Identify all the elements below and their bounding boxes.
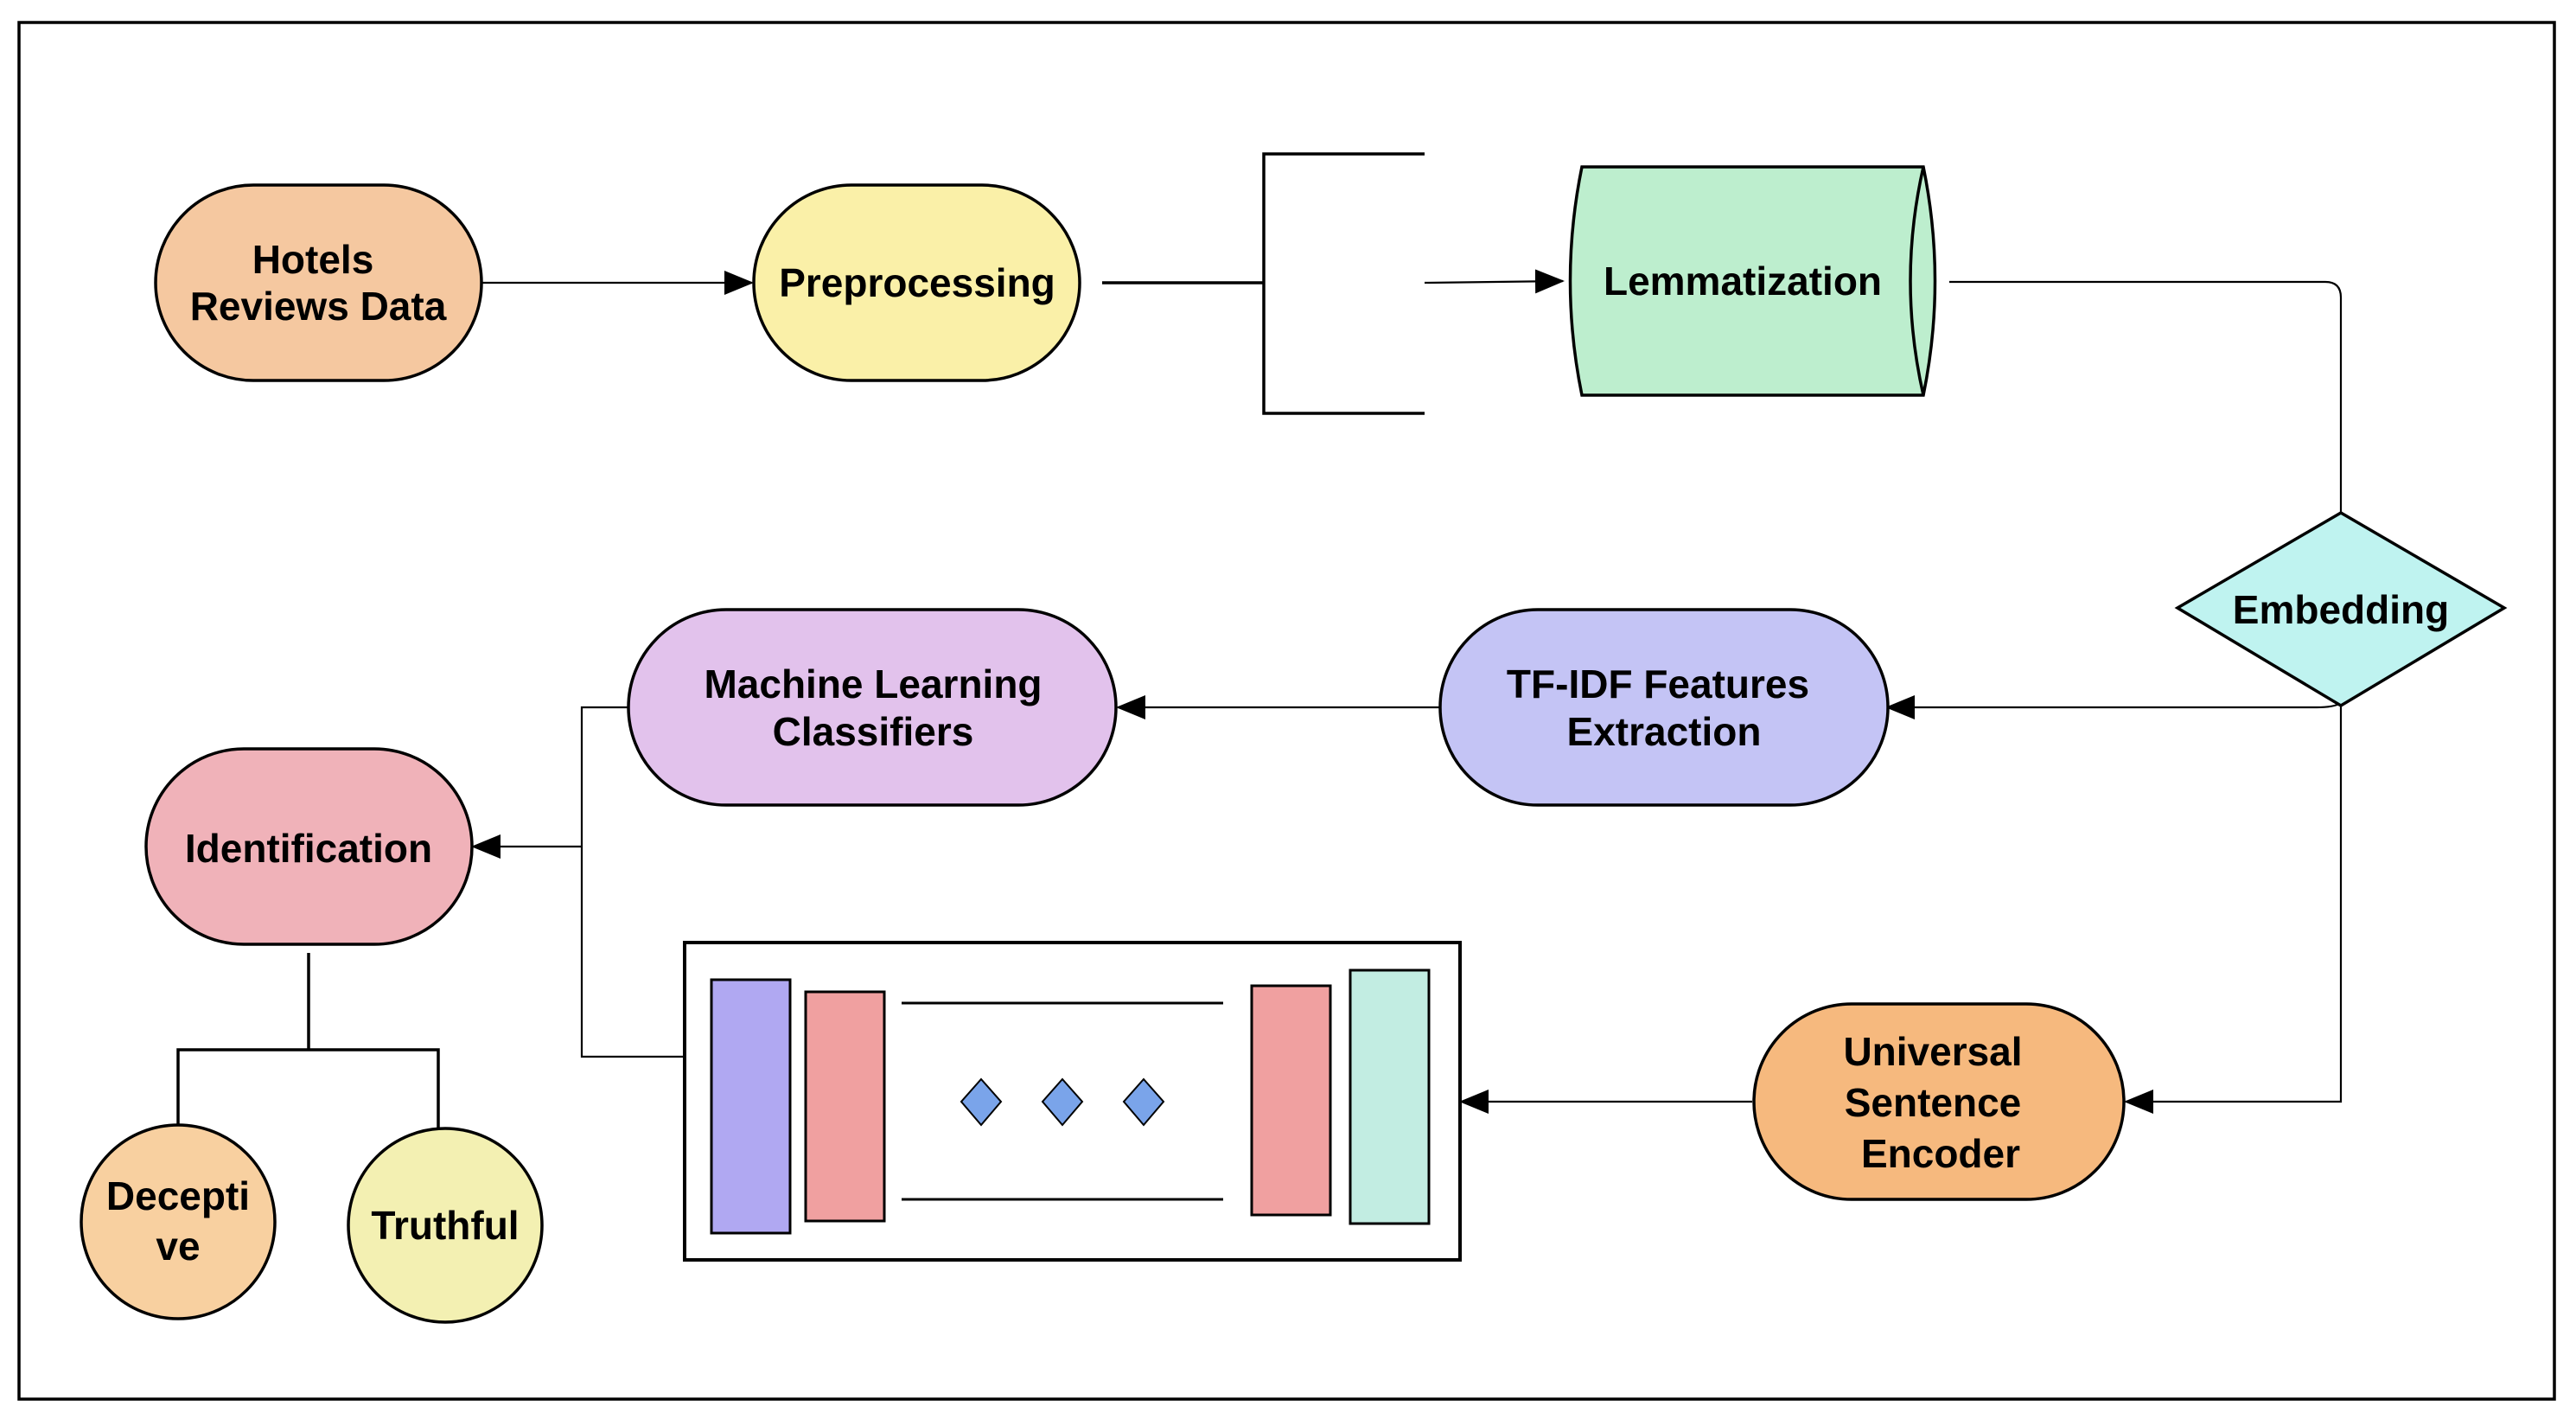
node-lemmatization: Lemmatization bbox=[1568, 165, 1937, 397]
nn-layer-1 bbox=[710, 978, 792, 1235]
preprocessing-label: Preprocessing bbox=[779, 260, 1055, 305]
use-label-line1: Universal bbox=[1843, 1029, 2022, 1074]
truthful-label: Truthful bbox=[371, 1203, 519, 1248]
node-deceptive: Decepti ve bbox=[80, 1123, 277, 1320]
edge-bracket-to-lemmatization bbox=[1424, 269, 1565, 294]
node-tfidf: TF-IDF Features Extraction bbox=[1438, 608, 1890, 807]
node-nn-block bbox=[683, 941, 1462, 1262]
deceptive-label-line1: Decepti bbox=[106, 1173, 250, 1218]
deceptive-label-line2: ve bbox=[156, 1224, 200, 1269]
nn-dot-3 bbox=[1122, 1077, 1165, 1127]
node-preprocessing: Preprocessing bbox=[752, 183, 1081, 382]
bracket-connector bbox=[1262, 152, 1425, 415]
embedding-label: Embedding bbox=[2233, 587, 2449, 632]
nn-dot-1 bbox=[960, 1077, 1003, 1127]
node-identification: Identification bbox=[144, 747, 474, 946]
use-label-line3: Encoder bbox=[1861, 1131, 2020, 1176]
ml-label-line1: Machine Learning bbox=[704, 662, 1042, 706]
node-universal-sentence-encoder: Universal Sentence Encoder bbox=[1752, 1002, 2126, 1201]
ml-label-line2: Classifiers bbox=[773, 709, 974, 754]
use-label-line2: Sentence bbox=[1845, 1080, 2022, 1125]
identification-label: Identification bbox=[185, 826, 432, 871]
hotels-label-line1: Hotels bbox=[252, 237, 374, 282]
tfidf-label-line1: TF-IDF Features bbox=[1507, 662, 1809, 706]
edge-ml-to-join bbox=[580, 706, 685, 1058]
nn-layer-4 bbox=[1349, 968, 1431, 1225]
nn-dot-2 bbox=[1041, 1077, 1084, 1127]
edge-embedding-to-use bbox=[2124, 703, 2343, 1114]
nn-layer-2 bbox=[804, 990, 886, 1223]
hotels-label-line2: Reviews Data bbox=[190, 284, 447, 329]
node-ml-classifiers: Machine Learning Classifiers bbox=[627, 608, 1118, 807]
lemmatization-label: Lemmatization bbox=[1604, 259, 1882, 304]
node-hotels-reviews-data: Hotels Reviews Data bbox=[154, 183, 483, 382]
edge-identification-split bbox=[176, 953, 440, 1129]
node-truthful: Truthful bbox=[347, 1127, 544, 1324]
node-embedding: Embedding bbox=[2174, 510, 2508, 708]
edge-lemmatization-to-embedding bbox=[1949, 280, 2343, 513]
nn-layer-3 bbox=[1250, 984, 1332, 1217]
tfidf-label-line2: Extraction bbox=[1567, 709, 1762, 754]
